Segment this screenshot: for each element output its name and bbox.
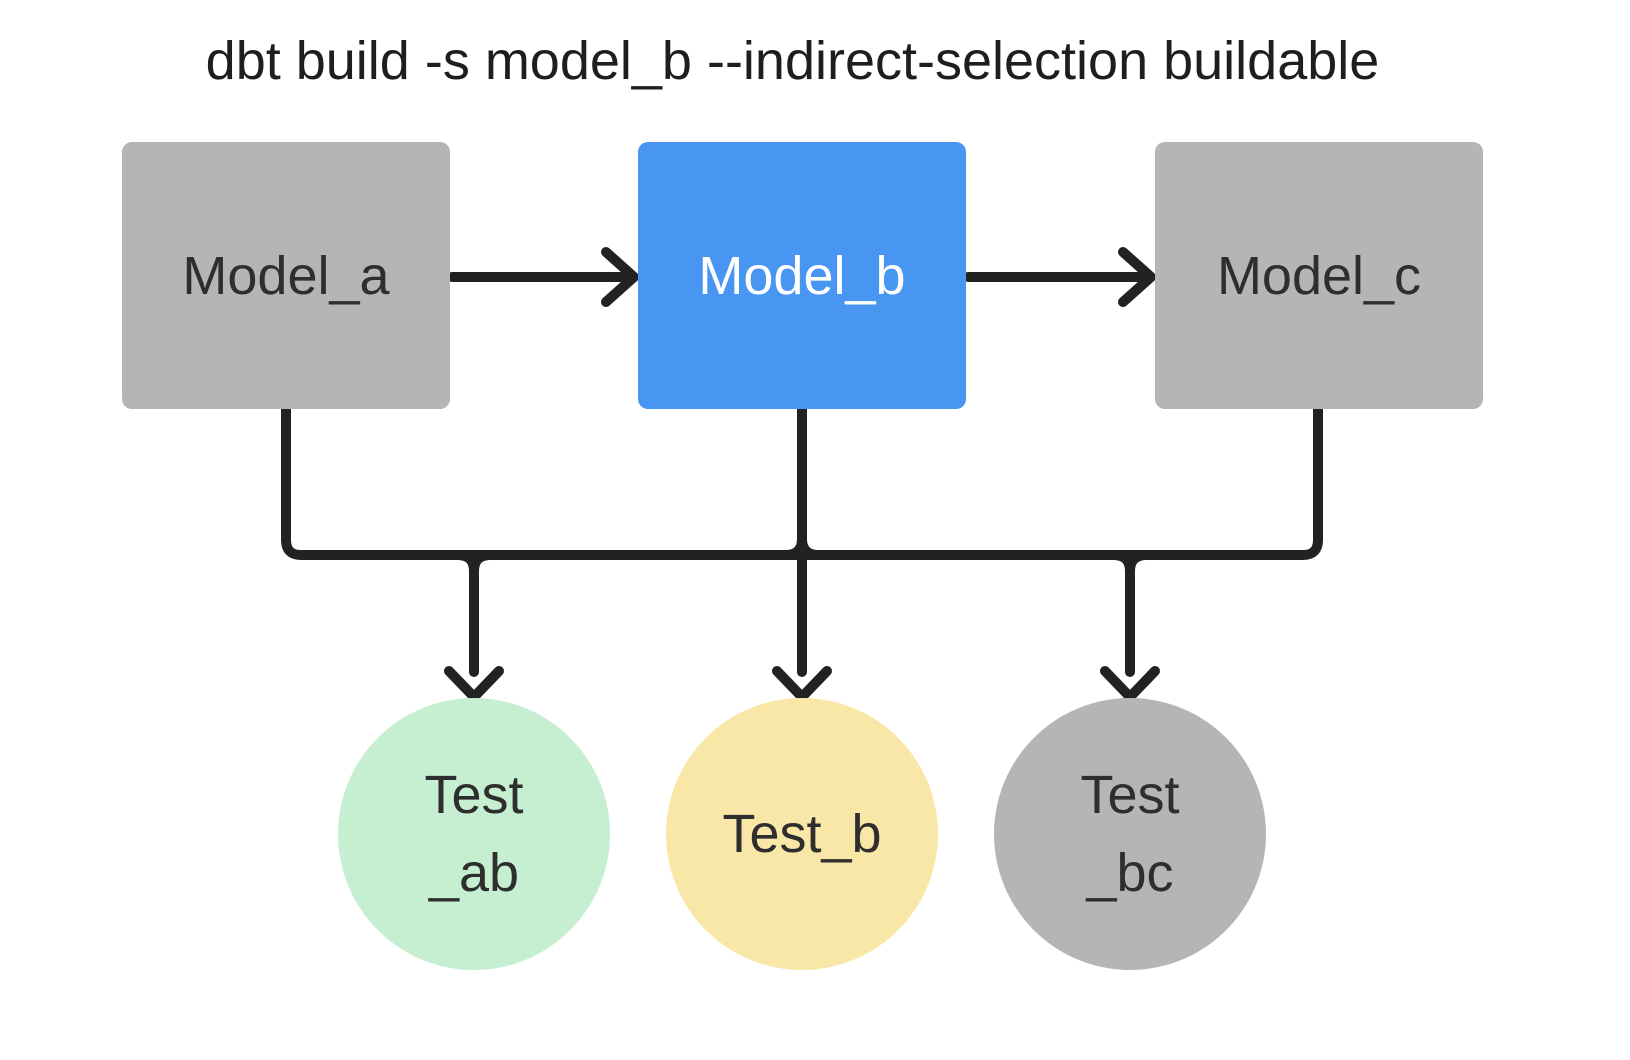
edge-drop-test-bc-arrowhead-icon [1100,666,1160,702]
edge-drop-test-b-arrowhead-icon [772,666,832,702]
node-test-ab-label-line2: _ab [428,843,520,903]
node-test-bc: Test _bc [994,698,1266,970]
edge-drop-test-ab-arrowhead-icon [444,666,504,702]
node-model-a-label: Model_a [182,245,390,306]
node-test-b: Test_b [666,698,938,970]
edge-drop-test-bc-flare [1125,550,1150,576]
edge-drop-test-ab-flare [469,550,494,576]
diagram-title: dbt build -s model_b --indirect-selectio… [205,31,1380,91]
node-model-c: Model_c [1155,142,1483,409]
node-test-b-label: Test_b [722,803,882,864]
node-test-bc-label-line1: Test [1080,764,1180,825]
node-model-b-label: Model_b [698,245,906,306]
node-test-ab: Test _ab [338,698,610,970]
node-test-bc-label-line2: _bc [1086,843,1174,903]
node-model-a: Model_a [122,142,450,409]
node-model-c-label: Model_c [1216,245,1422,306]
node-test-ab-label-line1: Test [424,764,524,825]
edge-model-b-to-model-c-arrowhead-icon [1118,247,1156,307]
edge-model-a-to-model-b-arrowhead-icon [601,247,639,307]
node-model-b: Model_b [638,142,966,409]
edge-drop-test-b-flare-right [797,534,822,560]
